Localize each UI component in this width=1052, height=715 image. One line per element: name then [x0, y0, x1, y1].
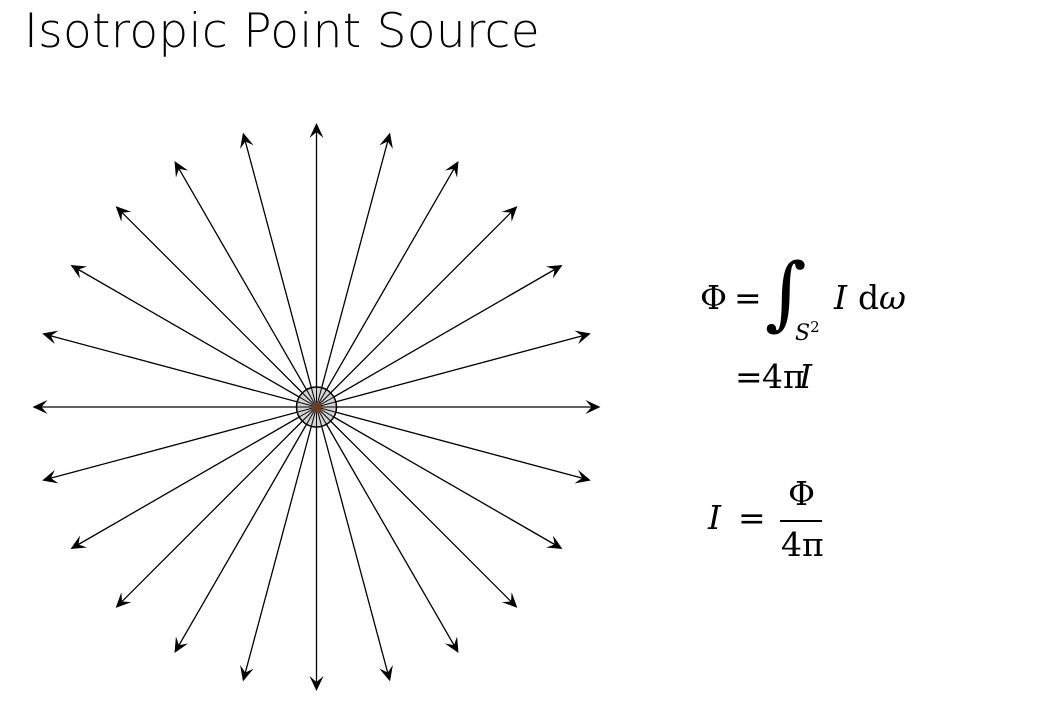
ray-line [316, 334, 584, 408]
ray-line [120, 406, 317, 603]
arrowhead-icon [240, 132, 254, 149]
differential-d: d [858, 278, 880, 317]
equals-sign-2: = [735, 357, 763, 396]
arrowhead-icon [574, 469, 591, 484]
integral-domain: S2 [795, 318, 820, 346]
arrowhead-icon [240, 665, 254, 682]
arrowhead-icon [545, 535, 563, 549]
integrand-intensity: I [834, 278, 848, 317]
point-source-dot [311, 402, 322, 412]
intensity-lhs: I [708, 498, 722, 537]
arrowhead-icon [42, 330, 59, 345]
ray-line [316, 211, 513, 408]
flux-symbol: Φ [700, 278, 728, 317]
radiating-arrows [32, 123, 601, 691]
intensity-var: I [799, 357, 813, 396]
ray-line [316, 406, 556, 546]
arrowhead-icon [309, 123, 324, 138]
arrowhead-icon [501, 206, 518, 222]
ray-line [177, 167, 318, 408]
arrowhead-icon [174, 161, 189, 178]
ray-line [316, 406, 513, 603]
fraction-numerator: Φ [788, 474, 816, 513]
arrowhead-icon [379, 132, 393, 149]
ray-line [244, 140, 318, 408]
fraction-denominator: 4π [781, 525, 824, 564]
four-pi: 4π [762, 357, 805, 396]
ray-line [77, 268, 317, 408]
solid-angle-omega: ω [879, 278, 906, 317]
ray-line [315, 140, 389, 408]
arrowhead-icon [174, 636, 189, 653]
integral-sign: ∫ [765, 246, 807, 339]
arrowhead-icon [545, 265, 563, 279]
ray-line [49, 406, 317, 480]
arrowhead-icon [70, 535, 88, 549]
ray-line [315, 406, 456, 647]
ray-line [120, 211, 317, 408]
arrowhead-icon [574, 330, 591, 345]
ray-line [316, 406, 584, 480]
arrowhead-icon [70, 265, 88, 279]
equals-sign-3: = [738, 498, 766, 537]
arrowhead-icon [115, 592, 132, 608]
ray-line [315, 406, 389, 674]
slide-title: Isotropic Point Source [24, 4, 540, 59]
arrowhead-icon [32, 400, 48, 414]
arrowhead-icon [444, 161, 459, 178]
arrowhead-icon [309, 676, 324, 691]
ray-line [315, 167, 456, 408]
arrowhead-icon [379, 665, 393, 682]
ray-line [244, 406, 318, 674]
arrowhead-icon [42, 469, 59, 484]
arrowhead-icon [444, 636, 459, 653]
ray-line [77, 406, 317, 546]
ray-line [316, 268, 556, 408]
ray-line [49, 334, 317, 408]
arrowhead-icon [115, 206, 132, 222]
arrowhead-icon [501, 592, 518, 608]
arrowhead-icon [585, 400, 601, 414]
ray-line [177, 406, 318, 647]
fraction-bar [780, 520, 822, 522]
equals-sign: = [734, 278, 762, 317]
